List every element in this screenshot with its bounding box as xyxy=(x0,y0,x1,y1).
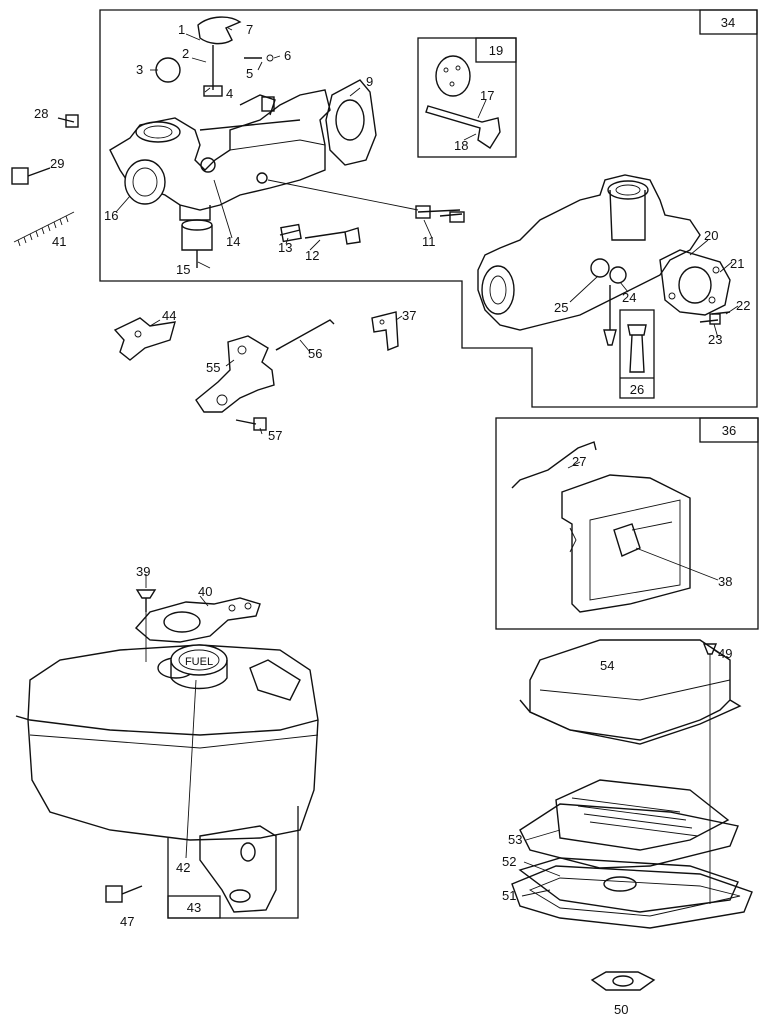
part-label-54: 54 xyxy=(600,658,614,673)
primer-lever xyxy=(425,105,501,149)
fuel-cap-icon xyxy=(170,644,228,690)
filter-element-53 xyxy=(519,779,739,869)
filter-base-51 xyxy=(511,865,753,929)
part-label-25: 25 xyxy=(554,300,568,315)
screw-28 xyxy=(57,114,79,128)
bracket-37 xyxy=(371,311,399,351)
part-label-53: 53 xyxy=(508,832,522,847)
choke-shaft-assembly xyxy=(155,16,274,97)
filter-group-label: 36 xyxy=(722,423,736,438)
float-box-label: 26 xyxy=(630,382,644,397)
part-label-1: 1 xyxy=(178,22,185,37)
part-label-50: 50 xyxy=(614,1002,628,1017)
part-label-29: 29 xyxy=(50,156,64,171)
part-label-51: 51 xyxy=(502,888,516,903)
part-label-52: 52 xyxy=(502,854,516,869)
part-label-3: 3 xyxy=(136,62,143,77)
part-label-17: 17 xyxy=(480,88,494,103)
part-label-6: 6 xyxy=(284,48,291,63)
part-label-18: 18 xyxy=(454,138,468,153)
part-label-16: 16 xyxy=(104,208,118,223)
part-label-20: 20 xyxy=(704,228,718,243)
part-label-40: 40 xyxy=(198,584,212,599)
carburetor-group-label: 34 xyxy=(721,15,735,30)
tank-bracket xyxy=(199,825,277,913)
part-label-38: 38 xyxy=(718,574,732,589)
part-label-23: 23 xyxy=(708,332,722,347)
filter-plate-52 xyxy=(518,857,739,913)
tank-gasket-40 xyxy=(135,597,261,643)
part-label-41: 41 xyxy=(52,234,66,249)
filter-group-box xyxy=(495,417,759,630)
part-label-49: 49 xyxy=(718,646,732,661)
primer-kit-box xyxy=(417,37,517,158)
part-label-57: 57 xyxy=(268,428,282,443)
carburetor-body-right xyxy=(477,174,731,346)
part-label-39: 39 xyxy=(136,564,150,579)
primer-kit-label-box xyxy=(475,37,517,63)
part-label-44: 44 xyxy=(162,308,176,323)
filter-group-label-box xyxy=(699,417,759,443)
part-label-9: 9 xyxy=(366,74,373,89)
part-label-21: 21 xyxy=(730,256,744,271)
governor-bracket-55 xyxy=(195,335,275,413)
tank-bracket-label: 43 xyxy=(187,900,201,915)
part-label-28: 28 xyxy=(34,106,48,121)
screw-49 xyxy=(702,643,718,904)
gasket-50 xyxy=(590,971,656,991)
tank-bracket-box xyxy=(167,806,299,919)
fuel-cap-text: FUEL xyxy=(185,656,213,668)
screw-47 xyxy=(105,885,143,903)
part-label-13: 13 xyxy=(278,240,292,255)
carburetor-group-border xyxy=(99,9,758,408)
part-label-15: 15 xyxy=(176,262,190,277)
gasket xyxy=(325,79,377,166)
spring-41 xyxy=(13,211,75,247)
part-label-55: 55 xyxy=(206,360,220,375)
tank-bracket-label-box xyxy=(167,895,221,919)
governor-lever-44 xyxy=(113,317,176,361)
part-label-2: 2 xyxy=(182,46,189,61)
float-needle xyxy=(627,324,647,373)
part-label-27: 27 xyxy=(572,454,586,469)
part-label-11: 11 xyxy=(422,234,436,249)
carburetor-group-label-box xyxy=(699,9,758,35)
screw-39 xyxy=(135,589,157,612)
part-labels: 1 2 3 4 5 6 7 9 11 12 13 14 15 16 17 18 … xyxy=(34,22,750,1017)
primer-diaphragm xyxy=(435,55,471,97)
part-label-56: 56 xyxy=(308,346,322,361)
part-label-7: 7 xyxy=(246,22,253,37)
part-label-37: 37 xyxy=(402,308,416,323)
part-label-24: 24 xyxy=(622,290,636,305)
part-label-47: 47 xyxy=(120,914,134,929)
part-label-22: 22 xyxy=(736,298,750,313)
primer-kit-label: 19 xyxy=(489,43,503,58)
carburetor-body-left xyxy=(109,89,331,268)
screw-29 xyxy=(11,167,51,185)
part-label-12: 12 xyxy=(305,248,319,263)
air-cleaner-cover xyxy=(519,639,742,745)
fuel-tank xyxy=(15,644,319,841)
screw-57 xyxy=(235,417,267,431)
air-filter-base xyxy=(561,474,691,613)
link-rod-56 xyxy=(275,319,335,351)
part-label-4: 4 xyxy=(226,86,233,101)
mounting-screws xyxy=(267,179,465,245)
part-label-14: 14 xyxy=(226,234,240,249)
choke-link-27 xyxy=(511,441,597,489)
leader-lines xyxy=(115,27,739,897)
part-label-5: 5 xyxy=(246,66,253,81)
part-label-42: 42 xyxy=(176,860,190,875)
float-box xyxy=(619,309,655,399)
